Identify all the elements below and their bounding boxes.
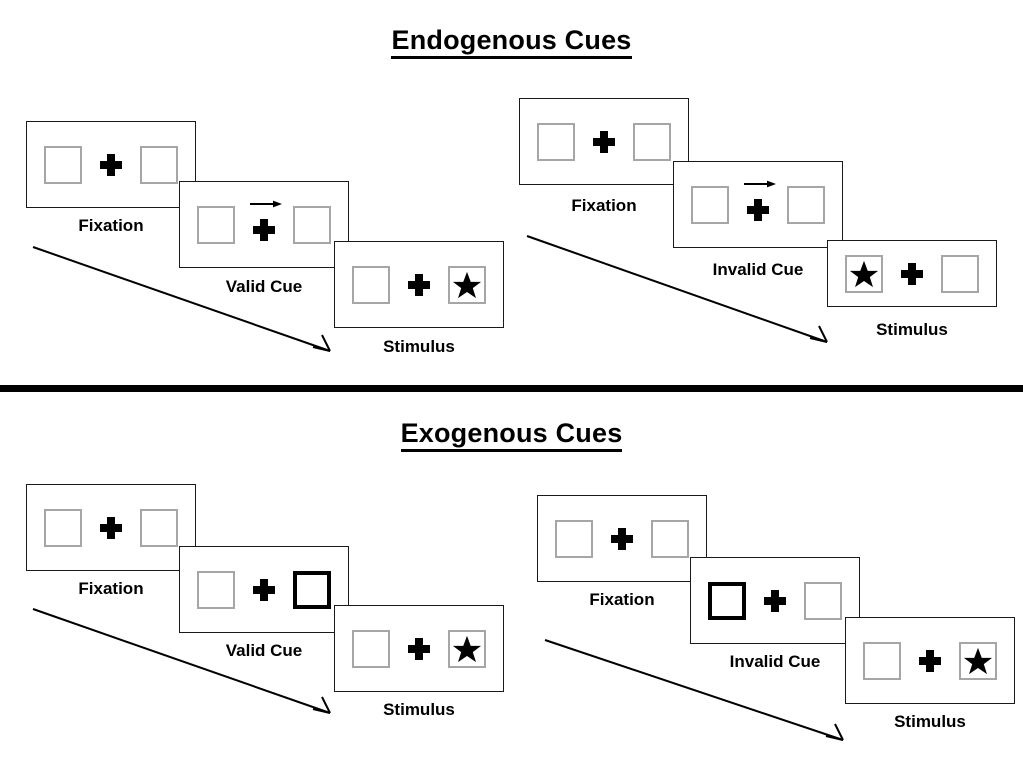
fixation-cross-icon: [747, 198, 769, 221]
left-box: [44, 508, 82, 547]
section-divider: [0, 385, 1023, 392]
left-box: [555, 519, 593, 558]
section-title-exogenous-text: Exogenous Cues: [400, 418, 623, 452]
panel-content: [674, 162, 842, 247]
panel-exogenous-invalid-stimulus: [845, 617, 1015, 704]
arrow-cue-right-icon: [744, 180, 776, 187]
left-box: [863, 641, 901, 680]
fixation-cross-icon: [919, 649, 941, 672]
panel-content: [335, 242, 503, 327]
panel-exogenous-valid-cue: [179, 546, 349, 633]
right-box: [651, 519, 689, 558]
right-box: [959, 641, 997, 680]
panel-endogenous-invalid-fixation: [519, 98, 689, 185]
panel-label-exogenous-invalid-cue: Invalid Cue: [729, 652, 821, 671]
fixation-cross-icon: [100, 516, 122, 539]
panel-label-endogenous-invalid-fixation: Fixation: [571, 196, 637, 215]
panel-label-endogenous-invalid-stimulus: Stimulus: [876, 320, 948, 339]
left-box: [197, 570, 235, 609]
left-box: [845, 254, 883, 293]
right-box: [804, 581, 842, 620]
panel-content: [520, 99, 688, 184]
cue-area: [744, 180, 776, 221]
right-box: [140, 145, 178, 184]
panel-label-exogenous-valid-fixation: Fixation: [78, 579, 144, 598]
right-box: [448, 265, 486, 304]
left-box-cued: [708, 581, 746, 620]
panel-label-endogenous-invalid-cue: Invalid Cue: [712, 260, 804, 279]
fixation-cross-icon: [253, 218, 275, 241]
fixation-cross-icon: [408, 637, 430, 660]
fixation-cross-icon: [408, 273, 430, 296]
time-arrow-exogenous-valid: [32, 608, 331, 714]
panel-endogenous-valid-stimulus: [334, 241, 504, 328]
panel-exogenous-invalid-fixation: [537, 495, 707, 582]
panel-content: [27, 485, 195, 570]
right-box: [140, 508, 178, 547]
panel-label-exogenous-valid-cue: Valid Cue: [225, 641, 303, 660]
fixation-cross-icon: [100, 153, 122, 176]
fixation-cross-icon: [901, 262, 923, 285]
panel-endogenous-valid-fixation: [26, 121, 196, 208]
fixation-cross-icon: [253, 578, 275, 601]
time-arrow-endogenous-valid: [32, 246, 331, 352]
left-box: [352, 629, 390, 668]
right-box: [448, 629, 486, 668]
left-box: [197, 205, 235, 244]
panel-content: [335, 606, 503, 691]
panel-content: [180, 182, 348, 267]
panel-content: [846, 618, 1014, 703]
arrow-cue-right-icon: [250, 200, 282, 207]
right-box: [941, 254, 979, 293]
panel-exogenous-valid-fixation: [26, 484, 196, 571]
section-title-exogenous: Exogenous Cues: [0, 418, 1023, 452]
right-box: [633, 122, 671, 161]
panel-endogenous-invalid-stimulus: [827, 240, 997, 307]
panel-label-endogenous-valid-fixation: Fixation: [78, 216, 144, 235]
cue-area: [250, 200, 282, 241]
time-arrow-exogenous-invalid: [544, 639, 844, 741]
panel-label-exogenous-invalid-stimulus: Stimulus: [894, 712, 966, 731]
left-box: [691, 185, 729, 224]
star-icon: [452, 635, 482, 662]
panel-content: [691, 558, 859, 643]
panel-exogenous-invalid-cue: [690, 557, 860, 644]
left-box: [352, 265, 390, 304]
time-arrow-endogenous-invalid: [526, 235, 828, 343]
panel-content: [538, 496, 706, 581]
fixation-cross-icon: [593, 130, 615, 153]
section-title-endogenous-text: Endogenous Cues: [391, 25, 632, 59]
panel-content: [828, 241, 996, 306]
panel-content: [180, 547, 348, 632]
panel-endogenous-valid-cue: [179, 181, 349, 268]
fixation-cross-icon: [764, 589, 786, 612]
panel-endogenous-invalid-cue: [673, 161, 843, 248]
left-box: [44, 145, 82, 184]
star-icon: [452, 271, 482, 298]
panel-content: [27, 122, 195, 207]
fixation-cross-icon: [611, 527, 633, 550]
panel-exogenous-valid-stimulus: [334, 605, 504, 692]
section-title-endogenous: Endogenous Cues: [0, 25, 1023, 59]
left-box: [537, 122, 575, 161]
right-box: [787, 185, 825, 224]
panel-label-endogenous-valid-stimulus: Stimulus: [383, 337, 455, 356]
right-box: [293, 205, 331, 244]
panel-label-exogenous-invalid-fixation: Fixation: [589, 590, 655, 609]
star-icon: [849, 260, 879, 287]
panel-label-exogenous-valid-stimulus: Stimulus: [383, 700, 455, 719]
star-icon: [963, 647, 993, 674]
panel-label-endogenous-valid-cue: Valid Cue: [225, 277, 303, 296]
right-box-cued: [293, 570, 331, 609]
